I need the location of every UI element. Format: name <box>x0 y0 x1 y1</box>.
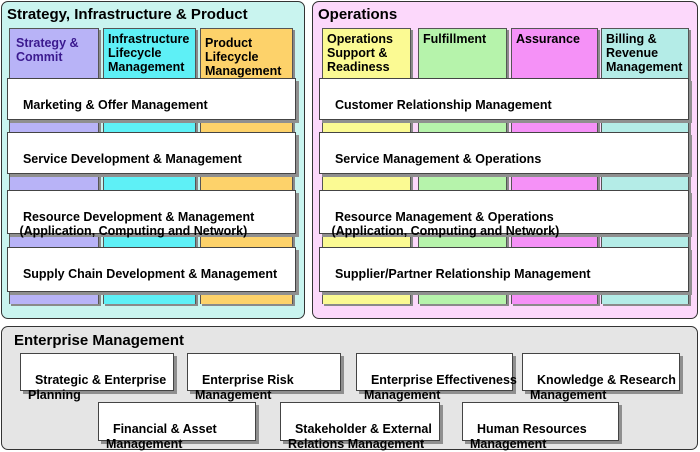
ops-column-billing-revenue-label: Billing & Revenue Management <box>606 32 683 74</box>
em-box-stakeholder-external: Stakeholder & External Relations Managem… <box>280 402 440 451</box>
em-box-financial-asset-label: Financial & Asset Management <box>106 422 217 451</box>
sip-column-strategy-commit-label: Strategy & Commit <box>16 36 79 64</box>
em-box-enterprise-risk-label: Enterprise Risk Management <box>195 373 294 402</box>
ops-row-service-management: Service Management & Operations <box>319 132 689 174</box>
em-box-enterprise-risk: Enterprise Risk Management <box>187 353 341 402</box>
ops-row-resource-management: Resource Management & Operations (Applic… <box>319 190 689 238</box>
sip-row-service-development: Service Development & Management <box>7 132 296 174</box>
sip-row-resource-development: Resource Development & Management (Appli… <box>7 190 296 238</box>
sip-panel-title: Strategy, Infrastructure & Product <box>7 6 248 23</box>
ops-row-supplier-partner: Supplier/Partner Relationship Management <box>319 247 689 292</box>
ops-row-customer-relationship: Customer Relationship Management <box>319 78 689 120</box>
ops-column-support-readiness-label: Operations Support & Readiness <box>327 32 393 74</box>
sip-row-resource-development-label: Resource Development & Management (Appli… <box>19 210 255 238</box>
em-box-enterprise-effectiveness-label: Enterprise Effectiveness Management <box>364 373 517 402</box>
em-box-knowledge-research-label: Knowledge & Research Management <box>530 373 676 402</box>
sip-column-product-lifecycle-label: Product Lifecycle Management <box>205 36 282 78</box>
ops-row-service-management-label: Service Management & Operations <box>334 152 542 166</box>
sip-row-service-development-label: Service Development & Management <box>22 152 242 166</box>
em-panel-title: Enterprise Management <box>14 332 185 349</box>
ops-row-customer-relationship-label: Customer Relationship Management <box>334 98 552 112</box>
ops-row-supplier-partner-label: Supplier/Partner Relationship Management <box>334 267 591 281</box>
em-box-financial-asset: Financial & Asset Management <box>98 402 256 451</box>
em-box-knowledge-research: Knowledge & Research Management <box>522 353 680 402</box>
sip-row-supply-chain-label: Supply Chain Development & Management <box>22 267 278 281</box>
ops-row-resource-management-label: Resource Management & Operations (Applic… <box>331 210 560 238</box>
ops-column-assurance-label: Assurance <box>516 32 580 46</box>
sip-row-marketing-offer: Marketing & Offer Management <box>7 78 296 120</box>
sip-row-marketing-offer-label: Marketing & Offer Management <box>22 98 208 112</box>
sip-row-supply-chain: Supply Chain Development & Management <box>7 247 296 292</box>
em-box-enterprise-effectiveness: Enterprise Effectiveness Management <box>356 353 517 402</box>
em-box-stakeholder-external-label: Stakeholder & External Relations Managem… <box>288 422 432 451</box>
em-box-human-resources: Human Resources Management <box>462 402 619 451</box>
sip-column-infrastructure-lifecycle-label: Infrastructure Lifecycle Management <box>108 32 190 74</box>
em-box-strategic-enterprise-planning: Strategic & Enterprise Planning <box>20 353 174 402</box>
em-box-human-resources-label: Human Resources Management <box>470 422 587 451</box>
ops-column-fulfillment-label: Fulfillment <box>423 32 487 46</box>
ops-panel-title: Operations <box>318 6 398 23</box>
em-box-strategic-enterprise-planning-label: Strategic & Enterprise Planning <box>28 373 167 402</box>
